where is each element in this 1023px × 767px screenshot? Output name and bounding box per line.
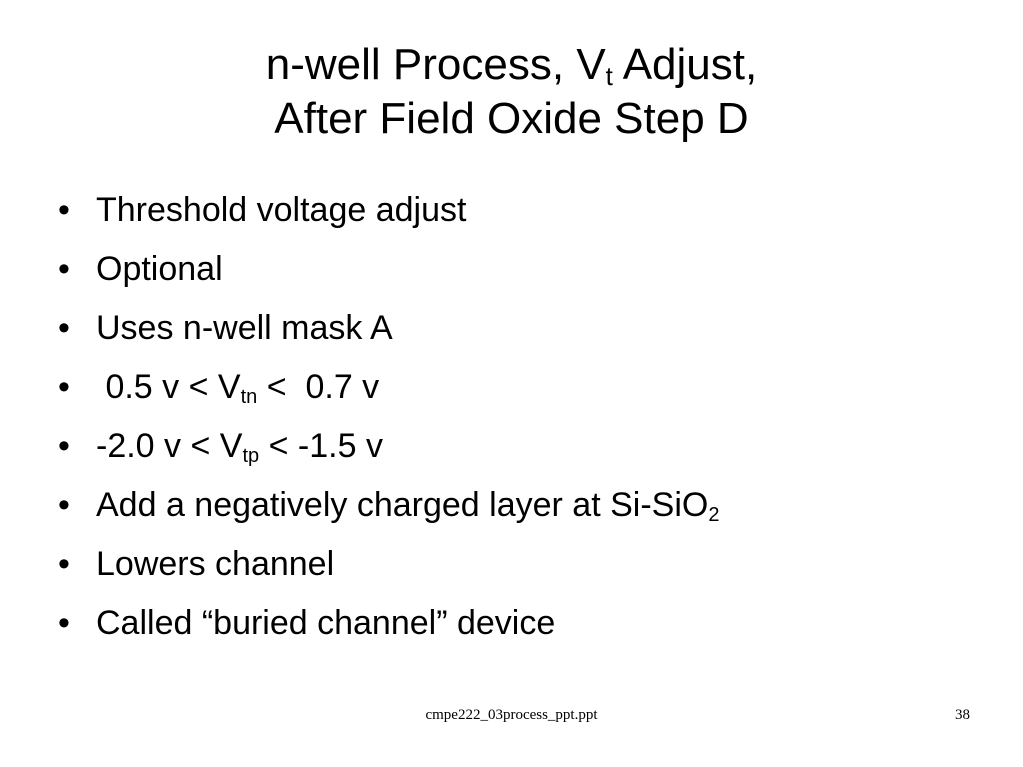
bullet-dot-icon: • [58,545,70,583]
vtn-suffix: < 0.7 v [257,368,380,406]
footer-filename: cmpe222_03process_ppt.ppt [425,707,598,723]
vtp-subscript: tp [242,445,260,467]
bullet-text: Threshold voltage adjust [96,191,467,229]
bullet-text: Called “buried channel” device [96,604,556,642]
bullet-text: Lowers channel [96,545,335,583]
bullet-dot-icon: • [58,368,70,406]
bullet-dot-icon: • [58,309,70,347]
bullet-dot-icon: • [58,486,70,524]
vtn-prefix: 0.5 v < V [96,368,241,406]
title-line-1: n-well Process, Vt Adjust, [0,38,1023,92]
bullet-dot-icon: • [58,191,70,229]
bullet-text-sio2: Add a negatively charged layer at Si-SiO… [96,483,719,527]
bullet-text: Optional [96,250,223,288]
vtp-prefix: -2.0 v < V [96,427,243,465]
bullet-dot-icon: • [58,604,70,642]
title-line-2: After Field Oxide Step D [274,94,749,143]
bullet-dot-icon: • [58,250,70,288]
vtn-subscript: tn [240,386,258,408]
slide-title: n-well Process, Vt Adjust, After Field O… [0,38,1023,146]
bullet-text-vtn: 0.5 v < Vtn < 0.7 v [96,365,379,409]
sio2-prefix: Add a negatively charged layer at Si-SiO [96,486,709,524]
sio2-subscript: 2 [708,504,720,526]
vtp-suffix: < -1.5 v [259,427,383,465]
bullet-text: Uses n-well mask A [96,309,393,347]
title-subscript: t [605,61,613,91]
bullet-text-vtp: -2.0 v < Vtp < -1.5 v [96,424,383,468]
title-line-1-text: n-well Process, V [265,40,606,89]
bullet-dot-icon: • [58,427,70,465]
footer-page-number: 38 [955,707,970,723]
title-line-1-suffix: Adjust, [612,40,758,89]
